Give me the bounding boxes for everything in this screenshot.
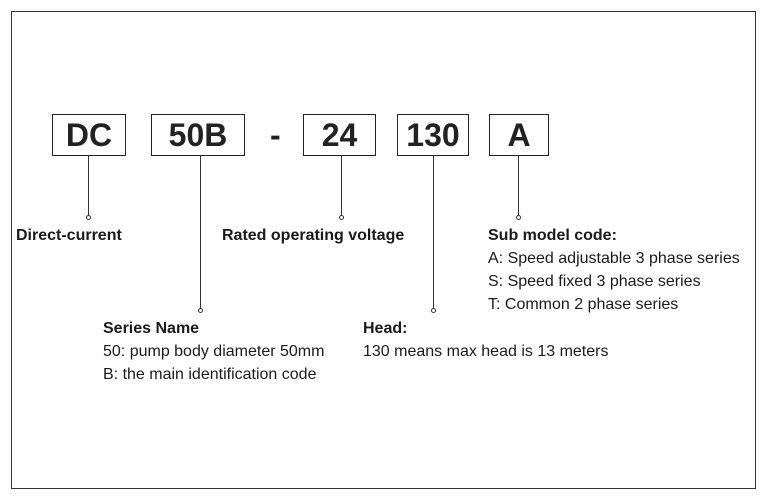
label-direct-current: Direct-current xyxy=(16,224,122,247)
code-box-voltage: 24 xyxy=(303,114,376,156)
head-title: Head: xyxy=(363,320,408,337)
connector-dot-voltage xyxy=(339,215,344,220)
sub-model-title: Sub model code: xyxy=(488,227,617,244)
code-sub-text: A xyxy=(507,116,531,153)
code-series-text: 50B xyxy=(168,116,228,153)
code-box-series: 50B xyxy=(151,114,245,156)
rated-voltage-title: Rated operating voltage xyxy=(222,227,405,244)
sub-model-line-t: T: Common 2 phase series xyxy=(488,296,679,313)
label-head: Head: 130 means max head is 13 meters xyxy=(363,317,608,363)
code-box-dc: DC xyxy=(52,114,126,156)
diagram-frame xyxy=(11,11,756,489)
label-series-name: Series Name 50: pump body diameter 50mm … xyxy=(103,317,324,386)
connector-dc xyxy=(88,156,89,216)
connector-voltage xyxy=(341,156,342,216)
connector-series xyxy=(200,156,201,309)
label-rated-voltage: Rated operating voltage xyxy=(222,224,404,247)
series-name-title: Series Name xyxy=(103,320,200,337)
connector-dot-sub xyxy=(516,215,521,220)
connector-dot-series xyxy=(198,308,203,313)
code-box-sub: A xyxy=(489,114,549,156)
direct-current-title: Direct-current xyxy=(16,227,122,244)
series-name-line-b: B: the main identification code xyxy=(103,366,317,383)
code-dash-text: - xyxy=(270,116,281,153)
connector-sub xyxy=(518,156,519,216)
code-head-text: 130 xyxy=(406,116,460,153)
connector-dot-head xyxy=(431,308,436,313)
label-sub-model: Sub model code: A: Speed adjustable 3 ph… xyxy=(488,224,740,316)
code-dash: - xyxy=(270,114,281,156)
connector-head xyxy=(433,156,434,309)
head-line-130: 130 means max head is 13 meters xyxy=(363,343,609,360)
sub-model-line-s: S: Speed fixed 3 phase series xyxy=(488,273,701,290)
connector-dot-dc xyxy=(86,215,91,220)
code-box-head: 130 xyxy=(397,114,469,156)
sub-model-line-a: A: Speed adjustable 3 phase series xyxy=(488,250,740,267)
series-name-line-50: 50: pump body diameter 50mm xyxy=(103,343,325,360)
code-dc-text: DC xyxy=(65,116,113,153)
code-voltage-text: 24 xyxy=(321,116,358,153)
